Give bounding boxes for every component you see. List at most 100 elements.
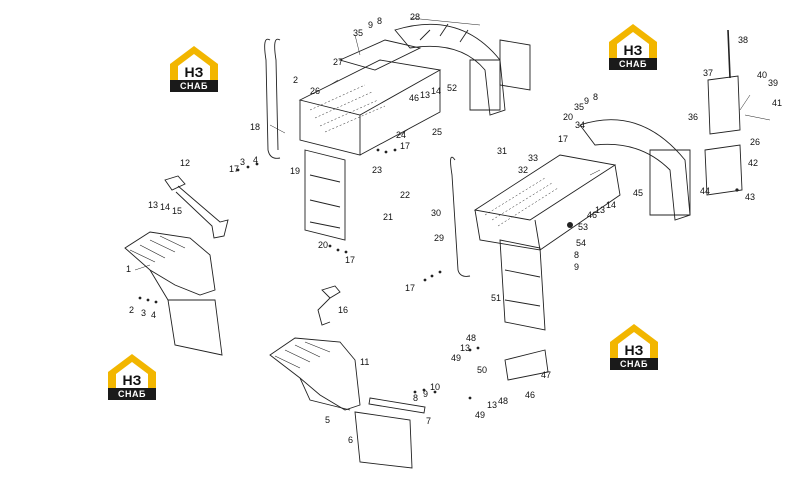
callout-17c: 17 <box>400 141 411 151</box>
callout-35b: 35 <box>574 102 585 112</box>
callout-6: 6 <box>348 435 354 445</box>
bracket-12 <box>164 175 229 239</box>
callout-3b: 3 <box>240 157 246 167</box>
handrail-18 <box>264 38 281 159</box>
callout-20: 20 <box>318 240 329 250</box>
svg-text:НЗ: НЗ <box>123 372 142 388</box>
callout-46: 46 <box>409 93 420 103</box>
callout-48: 48 <box>466 333 477 343</box>
callout-21: 21 <box>383 212 394 222</box>
logo-sub: СНАБ <box>108 388 156 400</box>
svg-text:НЗ: НЗ <box>624 42 643 58</box>
fender-center-front <box>269 337 361 411</box>
callout-20b: 20 <box>563 112 574 122</box>
callout-49: 49 <box>451 353 462 363</box>
callout-46c: 46 <box>525 390 536 400</box>
plate-37 <box>707 75 741 135</box>
callout-14c: 14 <box>606 200 617 210</box>
callout-17: 17 <box>229 164 240 174</box>
fender-rear-left <box>394 23 506 116</box>
callout-7: 7 <box>426 416 432 426</box>
callout-13d: 13 <box>460 343 471 353</box>
callout-49b: 49 <box>475 410 486 420</box>
callout-22: 22 <box>400 190 411 200</box>
callout-9c: 9 <box>584 96 590 106</box>
callout-26b: 26 <box>750 137 761 147</box>
callout-43: 43 <box>745 192 756 202</box>
callout-15: 15 <box>172 206 183 216</box>
callout-17b: 17 <box>345 255 356 265</box>
callout-36: 36 <box>688 112 699 122</box>
step-platform-right <box>473 154 621 251</box>
callout-8: 8 <box>413 393 419 403</box>
callout-46b: 46 <box>587 210 598 220</box>
callout-37: 37 <box>703 68 714 78</box>
mudflap-6 <box>354 411 413 469</box>
callout-17e: 17 <box>558 134 569 144</box>
callout-14: 14 <box>160 202 171 212</box>
callout-52: 52 <box>447 83 458 93</box>
callout-1: 1 <box>126 264 132 274</box>
callout-39: 39 <box>768 78 779 88</box>
callout-34: 34 <box>575 120 586 130</box>
callout-4b: 4 <box>253 155 259 165</box>
callout-9b: 9 <box>368 20 374 30</box>
callout-51: 51 <box>491 293 502 303</box>
callout-47: 47 <box>541 370 552 380</box>
callout-17d: 17 <box>405 283 416 293</box>
callout-41: 41 <box>772 98 783 108</box>
callout-32: 32 <box>518 165 529 175</box>
callout-25: 25 <box>432 127 443 137</box>
callout-31: 31 <box>497 146 508 156</box>
callout-38: 38 <box>738 35 749 45</box>
logo-watermark-top-right: НЗ СНАБ <box>605 20 661 76</box>
callout-12: 12 <box>180 158 191 168</box>
fender-left-front <box>124 231 216 296</box>
callout-48b: 48 <box>498 396 509 406</box>
callout-10: 10 <box>430 382 441 392</box>
house-icon: НЗ <box>170 46 218 80</box>
logo-sub: СНАБ <box>609 58 657 70</box>
house-icon: НЗ <box>609 24 657 58</box>
callout-30: 30 <box>431 208 442 218</box>
strip-7 <box>368 397 426 414</box>
callout-8d: 8 <box>574 250 580 260</box>
callout-29: 29 <box>434 233 445 243</box>
callout-13: 13 <box>148 200 159 210</box>
callout-8b: 8 <box>377 16 383 26</box>
callout-50: 50 <box>477 365 488 375</box>
callout-2: 2 <box>129 305 135 315</box>
bracket-16 <box>317 285 341 326</box>
callout-24: 24 <box>396 130 407 140</box>
callout-16: 16 <box>338 305 349 315</box>
callout-3: 3 <box>141 308 147 318</box>
logo-watermark-top-left: НЗ СНАБ <box>166 42 222 98</box>
callout-11: 11 <box>360 357 370 367</box>
callout-42: 42 <box>748 158 759 168</box>
callout-45: 45 <box>633 188 644 198</box>
house-icon: НЗ <box>108 354 156 388</box>
callout-2b: 2 <box>293 75 299 85</box>
callout-18: 18 <box>250 122 261 132</box>
callout-19: 19 <box>290 166 301 176</box>
step-platform-left <box>298 59 442 156</box>
callout-54: 54 <box>576 238 587 248</box>
svg-text:НЗ: НЗ <box>625 342 644 358</box>
callout-13b: 13 <box>420 90 431 100</box>
callout-44: 44 <box>700 186 711 196</box>
callout-53: 53 <box>578 222 589 232</box>
logo-sub: СНАБ <box>170 80 218 92</box>
callout-33: 33 <box>528 153 539 163</box>
callout-27: 27 <box>333 57 344 67</box>
callout-14b: 14 <box>431 86 442 96</box>
callout-9d: 9 <box>574 262 580 272</box>
callout-13e: 13 <box>487 400 498 410</box>
callout-28: 28 <box>410 12 421 22</box>
svg-text:НЗ: НЗ <box>185 64 204 80</box>
callout-40: 40 <box>757 70 768 80</box>
callout-13c: 13 <box>595 205 606 215</box>
callout-9: 9 <box>423 389 429 399</box>
logo-watermark-bottom-left: НЗ СНАБ <box>104 350 160 406</box>
